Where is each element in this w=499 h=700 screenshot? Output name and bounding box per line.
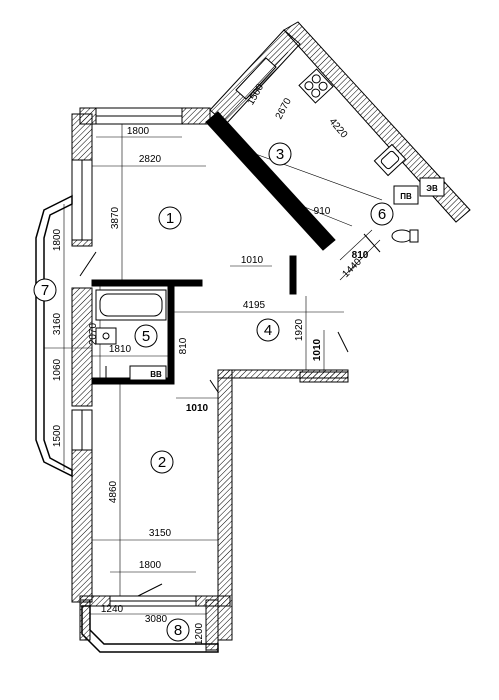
room-8-label: 8 bbox=[166, 618, 190, 642]
door-wc bbox=[363, 233, 381, 253]
room-2-label: 2 bbox=[150, 450, 174, 474]
wall-entry-right bbox=[299, 371, 349, 383]
room-4-label: 4 bbox=[256, 318, 280, 342]
windows bbox=[71, 57, 277, 607]
wall-room1-bottom bbox=[91, 279, 203, 287]
dim-hall-width: 4195 bbox=[243, 300, 266, 311]
washing-machine bbox=[129, 365, 167, 381]
kitchen-sink bbox=[373, 143, 407, 177]
dim-balcony7-top: 1800 bbox=[52, 228, 63, 251]
wall-bath-right bbox=[167, 285, 175, 385]
wall-balcony8-right bbox=[205, 599, 219, 651]
dim-room1-door: 1010 bbox=[241, 255, 264, 266]
wall-left-lower bbox=[71, 449, 93, 603]
walls bbox=[71, 21, 471, 651]
wall-room2-right bbox=[217, 369, 233, 641]
wall-hall-right-stub bbox=[289, 255, 297, 295]
dim-room1-width: 2820 bbox=[139, 154, 162, 165]
dim-room2-door: 1010 bbox=[186, 403, 209, 414]
room-1-label: 1 bbox=[158, 206, 182, 230]
svg-text:1: 1 bbox=[166, 210, 174, 227]
dim-kitchen-length: 4220 bbox=[327, 116, 350, 140]
svg-text:6: 6 bbox=[378, 206, 386, 223]
room-7-label: 7 bbox=[33, 278, 57, 302]
dim-room2-height: 4860 bbox=[108, 480, 119, 503]
svg-text:2: 2 bbox=[158, 454, 166, 471]
dim-balcony8-width: 3080 bbox=[145, 614, 168, 625]
dim-room1-top: 1800 bbox=[127, 126, 150, 137]
stove bbox=[298, 68, 334, 104]
dim-balcony7-mid: 1060 bbox=[52, 358, 63, 381]
dim-kitchen-depth: 910 bbox=[314, 206, 331, 217]
dim-room1-height: 3870 bbox=[110, 206, 121, 229]
dim-hall-height: 1920 bbox=[294, 318, 305, 341]
dishwasher-box bbox=[393, 185, 419, 205]
door-entry bbox=[337, 331, 349, 353]
dim-balcony8-left: 1240 bbox=[101, 604, 124, 615]
dim-bath-width: 1810 bbox=[109, 344, 132, 355]
fridge-box bbox=[419, 177, 445, 197]
wall-left-middle bbox=[71, 287, 93, 407]
svg-text:5: 5 bbox=[142, 328, 150, 345]
toilet bbox=[391, 229, 419, 243]
dim-bath-height: 2070 bbox=[88, 322, 99, 345]
svg-text:4: 4 bbox=[264, 322, 272, 339]
door-room1 bbox=[79, 251, 97, 277]
dishwasher-label: ПВ bbox=[400, 192, 412, 201]
svg-text:7: 7 bbox=[41, 282, 49, 299]
fixture-labels: ВВ ПВ ЭВ bbox=[150, 184, 438, 379]
dim-room2-width: 3150 bbox=[149, 528, 172, 539]
dim-kitchen-width: 2670 bbox=[274, 96, 294, 121]
dim-wc-door: 810 bbox=[352, 250, 369, 261]
dim-balcony7-height: 3160 bbox=[52, 312, 63, 335]
door-room2 bbox=[209, 379, 219, 393]
fridge-label: ЭВ bbox=[426, 184, 438, 193]
room-6-label: 6 bbox=[370, 202, 394, 226]
door-balcony8 bbox=[137, 583, 163, 597]
room-5-label: 5 bbox=[134, 324, 158, 348]
dim-balcony7-bottom: 1500 bbox=[52, 424, 63, 447]
svg-text:8: 8 bbox=[174, 622, 182, 639]
fixtures bbox=[95, 68, 445, 381]
wall-room1-kitchen bbox=[205, 111, 336, 251]
doors bbox=[79, 233, 381, 597]
room-labels: 1 2 3 4 5 6 7 8 bbox=[33, 142, 394, 642]
svg-text:3: 3 bbox=[276, 146, 284, 163]
dim-bath-door: 810 bbox=[178, 337, 189, 354]
washing-machine-label: ВВ bbox=[150, 370, 162, 379]
dimension-lines bbox=[44, 51, 383, 652]
dim-room2-window: 1800 bbox=[139, 560, 162, 571]
balcony-7 bbox=[35, 194, 73, 478]
dimension-labels: 1800 2820 3870 1010 4195 1920 1010 1010 … bbox=[52, 82, 369, 645]
dim-balcony8-depth: 1200 bbox=[194, 622, 205, 645]
dim-entry-door: 1010 bbox=[312, 338, 323, 361]
room-3-label: 3 bbox=[268, 142, 292, 166]
